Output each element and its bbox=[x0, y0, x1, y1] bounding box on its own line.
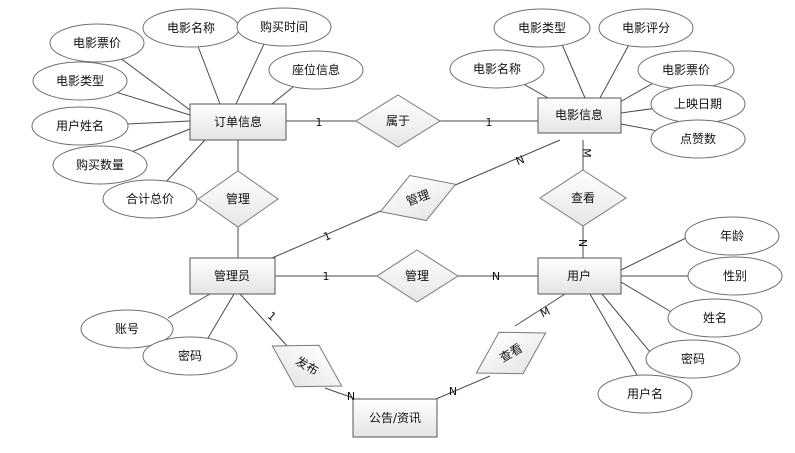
svg-text:姓名: 姓名 bbox=[703, 310, 727, 325]
attr-user-age: 年龄 bbox=[684, 216, 780, 256]
attr-order-total-price: 合计总价 bbox=[102, 179, 198, 219]
entity-order: 订单信息 bbox=[189, 103, 287, 141]
entity-user: 用户 bbox=[537, 257, 622, 295]
attr-order-movie-type: 电影类型 bbox=[32, 61, 128, 101]
attr-order-seat-info: 座位信息 bbox=[268, 50, 364, 90]
attr-user-gender: 性别 bbox=[687, 256, 783, 296]
attr-admin-password: 密码 bbox=[142, 336, 238, 376]
attr-user-name: 姓名 bbox=[667, 298, 763, 338]
rel-manage-user: 管理 bbox=[376, 249, 459, 303]
svg-text:性别: 性别 bbox=[723, 269, 747, 283]
svg-text:管理: 管理 bbox=[226, 191, 250, 206]
svg-text:电影名称: 电影名称 bbox=[167, 20, 215, 35]
svg-text:管理: 管理 bbox=[405, 268, 429, 283]
svg-text:属于: 属于 bbox=[386, 114, 410, 128]
user-attributes: 年龄 性别 姓名 密码 用户名 bbox=[597, 216, 783, 414]
card-movie-belongs: 1 bbox=[486, 116, 493, 129]
svg-text:合计总价: 合计总价 bbox=[126, 191, 174, 206]
card-notice-view: N bbox=[449, 385, 457, 398]
relationships: 属于 管理 管理 管理 查看 发布 查看 bbox=[197, 94, 627, 388]
entity-admin: 管理员 bbox=[189, 257, 276, 295]
svg-text:电影名称: 电影名称 bbox=[473, 61, 521, 76]
card-order-belongs: 1 bbox=[316, 116, 323, 129]
svg-text:订单信息: 订单信息 bbox=[214, 114, 262, 129]
attr-movie-likes: 点赞数 bbox=[650, 119, 746, 159]
card-user-view: N bbox=[576, 239, 589, 247]
svg-text:公告/资讯: 公告/资讯 bbox=[369, 411, 421, 425]
card-user-manage-admin: N bbox=[492, 270, 500, 283]
entities: 订单信息 电影信息 管理员 用户 公告/资讯 bbox=[189, 97, 622, 438]
svg-text:座位信息: 座位信息 bbox=[292, 62, 340, 77]
svg-text:电影类型: 电影类型 bbox=[518, 21, 566, 35]
card-user-view-notice: M bbox=[538, 305, 552, 321]
svg-text:上映日期: 上映日期 bbox=[674, 97, 722, 111]
svg-text:电影信息: 电影信息 bbox=[555, 107, 603, 122]
svg-text:密码: 密码 bbox=[178, 348, 202, 363]
cardinality-labels: 1 1 1 N M N 1 N 1 N N M bbox=[265, 116, 593, 403]
attr-order-user-name: 用户姓名 bbox=[31, 106, 129, 146]
movie-attributes: 电影类型 电影评分 电影名称 电影票价 上映日期 点赞数 bbox=[449, 8, 746, 159]
rel-belongs: 属于 bbox=[355, 94, 441, 148]
svg-text:购买数量: 购买数量 bbox=[76, 157, 124, 172]
svg-text:用户: 用户 bbox=[567, 268, 591, 283]
attr-user-password: 密码 bbox=[645, 339, 741, 379]
svg-text:账号: 账号 bbox=[115, 322, 139, 336]
attr-movie-release-date: 上映日期 bbox=[650, 84, 746, 124]
attr-movie-rating: 电影评分 bbox=[598, 8, 694, 48]
svg-text:查看: 查看 bbox=[571, 191, 595, 205]
svg-text:年龄: 年龄 bbox=[720, 229, 744, 243]
svg-text:电影票价: 电影票价 bbox=[73, 36, 121, 50]
attr-movie-type: 电影类型 bbox=[493, 8, 591, 48]
attr-order-ticket-price: 电影票价 bbox=[49, 23, 145, 63]
svg-text:密码: 密码 bbox=[681, 351, 705, 366]
attr-admin-account: 账号 bbox=[80, 309, 174, 349]
card-admin-manage-user: 1 bbox=[323, 270, 330, 283]
rel-view-notice: 查看 bbox=[475, 331, 547, 375]
attr-order-quantity: 购买数量 bbox=[52, 145, 148, 185]
rel-view-movie: 查看 bbox=[539, 169, 627, 227]
card-movie-view: M bbox=[580, 148, 593, 158]
attr-order-purchase-time: 购买时间 bbox=[236, 7, 332, 47]
svg-text:用户名: 用户名 bbox=[627, 386, 663, 401]
entity-notice: 公告/资讯 bbox=[352, 398, 438, 438]
card-admin-publish: 1 bbox=[265, 309, 279, 323]
svg-text:点赞数: 点赞数 bbox=[680, 131, 716, 146]
svg-text:电影票价: 电影票价 bbox=[662, 63, 710, 77]
order-attributes: 电影票价 电影名称 购买时间 座位信息 电影类型 用户姓名 购买数量 合计总价 bbox=[31, 7, 364, 219]
rel-manage-movie: 管理 bbox=[379, 174, 457, 222]
svg-text:电影评分: 电影评分 bbox=[622, 21, 670, 35]
attr-movie-ticket-price: 电影票价 bbox=[637, 50, 735, 90]
rel-publish: 发布 bbox=[271, 344, 343, 388]
card-admin-manage-movie: 1 bbox=[322, 229, 333, 244]
attr-movie-name: 电影名称 bbox=[449, 49, 545, 89]
entity-movie: 电影信息 bbox=[537, 97, 622, 134]
attr-order-movie-name: 电影名称 bbox=[142, 8, 240, 48]
svg-text:用户姓名: 用户姓名 bbox=[56, 118, 104, 133]
rel-manage-order: 管理 bbox=[197, 170, 279, 228]
attr-user-username: 用户名 bbox=[597, 374, 693, 414]
svg-text:购买时间: 购买时间 bbox=[260, 19, 308, 34]
admin-attributes: 账号 密码 bbox=[80, 309, 238, 376]
card-notice-publish: N bbox=[347, 390, 355, 403]
svg-text:管理员: 管理员 bbox=[214, 268, 250, 283]
svg-text:电影类型: 电影类型 bbox=[56, 74, 104, 88]
